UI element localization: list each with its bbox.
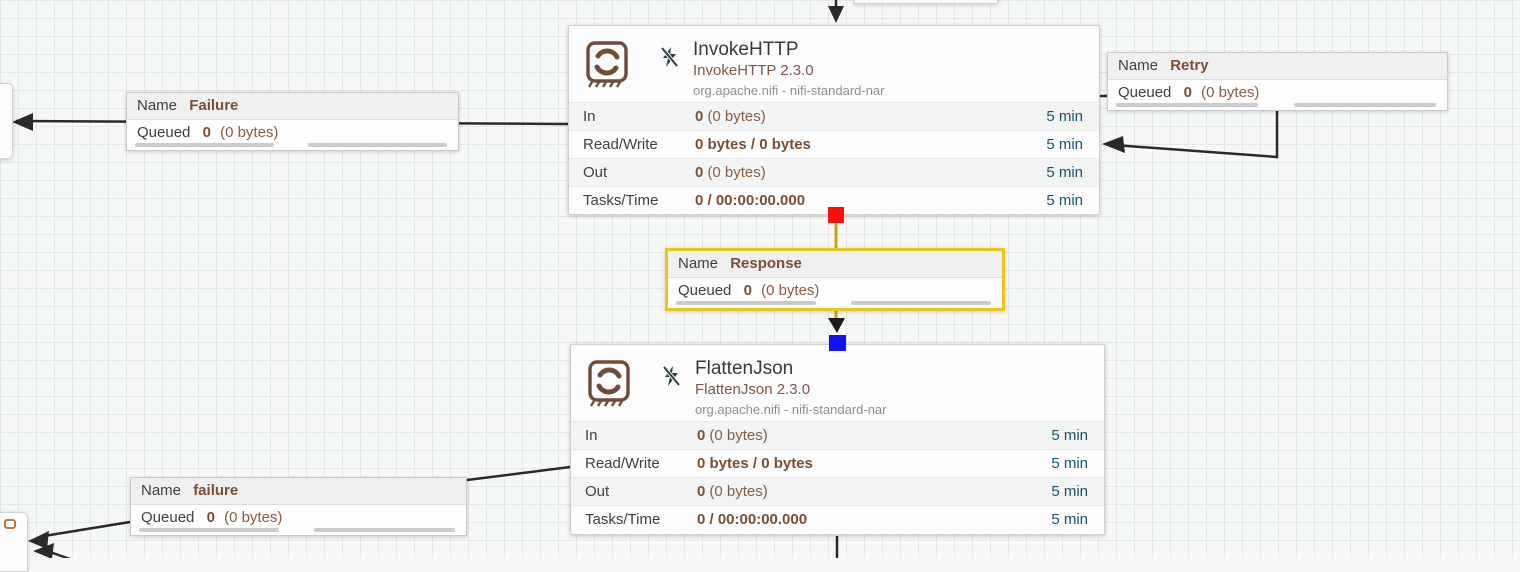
stat-window: 5 min bbox=[1051, 427, 1088, 444]
queued-count: 0 bbox=[743, 282, 752, 299]
queue-indicators bbox=[135, 143, 450, 148]
processor-header: FlattenJson FlattenJson 2.3.0 org.apache… bbox=[571, 345, 1104, 420]
stat-label: Read/Write bbox=[585, 455, 660, 472]
processor-version: FlattenJson 2.3.0 bbox=[695, 381, 811, 398]
queue-count-indicator bbox=[135, 143, 274, 147]
stat-window: 5 min bbox=[1046, 164, 1083, 181]
connection-queued-row: Queued 0 (0 bytes) bbox=[668, 278, 1002, 308]
edge-component-bottom-left[interactable] bbox=[0, 512, 28, 572]
connection-name: Retry bbox=[1170, 57, 1209, 74]
edge-component-top[interactable] bbox=[854, 0, 998, 4]
connection-queued-row: Queued 0 (0 bytes) bbox=[1108, 80, 1447, 110]
stat-window: 5 min bbox=[1046, 136, 1083, 153]
processor-flattenjson[interactable]: FlattenJson FlattenJson 2.3.0 org.apache… bbox=[570, 344, 1105, 535]
stat-window: 5 min bbox=[1046, 192, 1083, 209]
connection-source-anchor[interactable] bbox=[828, 207, 844, 223]
stat-window: 5 min bbox=[1051, 455, 1088, 472]
queued-key: Queued bbox=[1118, 84, 1172, 101]
queued-size: (0 bytes) bbox=[1201, 84, 1260, 101]
stat-value: 0 / 00:00:00.000 bbox=[695, 192, 806, 209]
queue-count-indicator bbox=[1116, 103, 1259, 107]
queued-count: 0 bbox=[1183, 84, 1192, 101]
stat-label: Out bbox=[585, 483, 610, 500]
processor-name: FlattenJson bbox=[695, 358, 794, 379]
queue-size-indicator bbox=[314, 528, 455, 532]
name-key: Name bbox=[1118, 57, 1159, 74]
connection-name-row: Name failure bbox=[131, 478, 466, 505]
connection-line-incoming-top[interactable] bbox=[828, 0, 844, 23]
lightning-slash-icon bbox=[662, 365, 681, 387]
name-key: Name bbox=[137, 97, 178, 114]
processor-stamp-icon bbox=[588, 360, 630, 407]
mini-frame-icon bbox=[4, 519, 16, 529]
processor-invokehttp[interactable]: InvokeHTTP InvokeHTTP 2.3.0 org.apache.n… bbox=[568, 25, 1100, 215]
edge-component-left[interactable] bbox=[0, 83, 13, 159]
queued-key: Queued bbox=[137, 124, 191, 141]
stat-label: Out bbox=[583, 164, 608, 181]
processor-header: InvokeHTTP InvokeHTTP 2.3.0 org.apache.n… bbox=[569, 26, 1099, 101]
stat-window: 5 min bbox=[1051, 511, 1088, 528]
queue-size-indicator bbox=[308, 143, 447, 147]
stat-value: 0(0 bytes) bbox=[695, 108, 766, 125]
queued-key: Queued bbox=[678, 282, 732, 299]
stat-value: 0 bytes / 0 bytes bbox=[697, 455, 813, 472]
stat-label: Tasks/Time bbox=[583, 192, 659, 209]
stat-row-readwrite: Read/Write 0 bytes / 0 bytes 5 min bbox=[569, 130, 1099, 158]
processor-version: InvokeHTTP 2.3.0 bbox=[693, 62, 814, 79]
stat-value: 0 / 00:00:00.000 bbox=[697, 511, 808, 528]
connection-queued-row: Queued 0 (0 bytes) bbox=[127, 120, 458, 150]
queue-size-indicator bbox=[1293, 103, 1436, 107]
connection-label-failure-bottom[interactable]: Name failure Queued 0 (0 bytes) bbox=[130, 477, 467, 536]
queue-indicators bbox=[1116, 103, 1439, 108]
connection-name: Response bbox=[730, 255, 802, 272]
stat-label: Read/Write bbox=[583, 136, 658, 153]
queued-count: 0 bbox=[206, 509, 215, 526]
queued-size: (0 bytes) bbox=[761, 282, 820, 299]
connection-name: Failure bbox=[189, 97, 239, 114]
stat-label: In bbox=[583, 108, 596, 125]
connection-label-failure[interactable]: Name Failure Queued 0 (0 bytes) bbox=[126, 92, 459, 151]
connection-destination-anchor[interactable] bbox=[829, 335, 846, 351]
processor-name: InvokeHTTP bbox=[693, 39, 799, 60]
stat-value: 0 bytes / 0 bytes bbox=[695, 136, 811, 153]
stat-window: 5 min bbox=[1051, 483, 1088, 500]
processor-bundle: org.apache.nifi - nifi-standard-nar bbox=[693, 83, 885, 98]
queue-indicators bbox=[676, 301, 994, 306]
stat-row-out: Out 0(0 bytes) 5 min bbox=[569, 158, 1099, 186]
stat-row-tasks: Tasks/Time 0 / 00:00:00.000 5 min bbox=[571, 505, 1104, 533]
processor-stats: In 0(0 bytes) 5 min Read/Write 0 bytes /… bbox=[571, 421, 1104, 533]
stat-row-readwrite: Read/Write 0 bytes / 0 bytes 5 min bbox=[571, 449, 1104, 477]
processor-bundle: org.apache.nifi - nifi-standard-nar bbox=[695, 402, 887, 417]
connection-label-response[interactable]: Name Response Queued 0 (0 bytes) bbox=[665, 248, 1005, 311]
stat-label: Tasks/Time bbox=[585, 511, 661, 528]
queue-count-indicator bbox=[139, 528, 280, 532]
stat-value: 0(0 bytes) bbox=[695, 164, 766, 181]
connection-name-row: Name Retry bbox=[1108, 53, 1447, 80]
connection-name: failure bbox=[193, 482, 239, 499]
processor-stats: In 0(0 bytes) 5 min Read/Write 0 bytes /… bbox=[569, 102, 1099, 214]
lightning-slash-icon bbox=[660, 46, 679, 68]
connection-label-retry[interactable]: Name Retry Queued 0 (0 bytes) bbox=[1107, 52, 1448, 111]
stat-row-tasks: Tasks/Time 0 / 00:00:00.000 5 min bbox=[569, 186, 1099, 214]
stat-row-out: Out 0(0 bytes) 5 min bbox=[571, 477, 1104, 505]
queued-size: (0 bytes) bbox=[220, 124, 279, 141]
queue-size-indicator bbox=[850, 301, 991, 305]
connection-name-row: Name Response bbox=[668, 251, 1002, 278]
stat-value: 0(0 bytes) bbox=[697, 483, 768, 500]
queue-indicators bbox=[139, 528, 458, 533]
stat-row-in: In 0(0 bytes) 5 min bbox=[569, 102, 1099, 130]
stat-value: 0(0 bytes) bbox=[697, 427, 768, 444]
queued-count: 0 bbox=[202, 124, 211, 141]
stat-row-in: In 0(0 bytes) 5 min bbox=[571, 421, 1104, 449]
queued-size: (0 bytes) bbox=[224, 509, 283, 526]
stat-window: 5 min bbox=[1046, 108, 1083, 125]
name-key: Name bbox=[678, 255, 719, 272]
connection-queued-row: Queued 0 (0 bytes) bbox=[131, 505, 466, 535]
name-key: Name bbox=[141, 482, 182, 499]
connection-name-row: Name Failure bbox=[127, 93, 458, 120]
processor-stamp-icon bbox=[586, 41, 628, 88]
queue-count-indicator bbox=[676, 301, 816, 305]
stat-label: In bbox=[585, 427, 598, 444]
queued-key: Queued bbox=[141, 509, 195, 526]
